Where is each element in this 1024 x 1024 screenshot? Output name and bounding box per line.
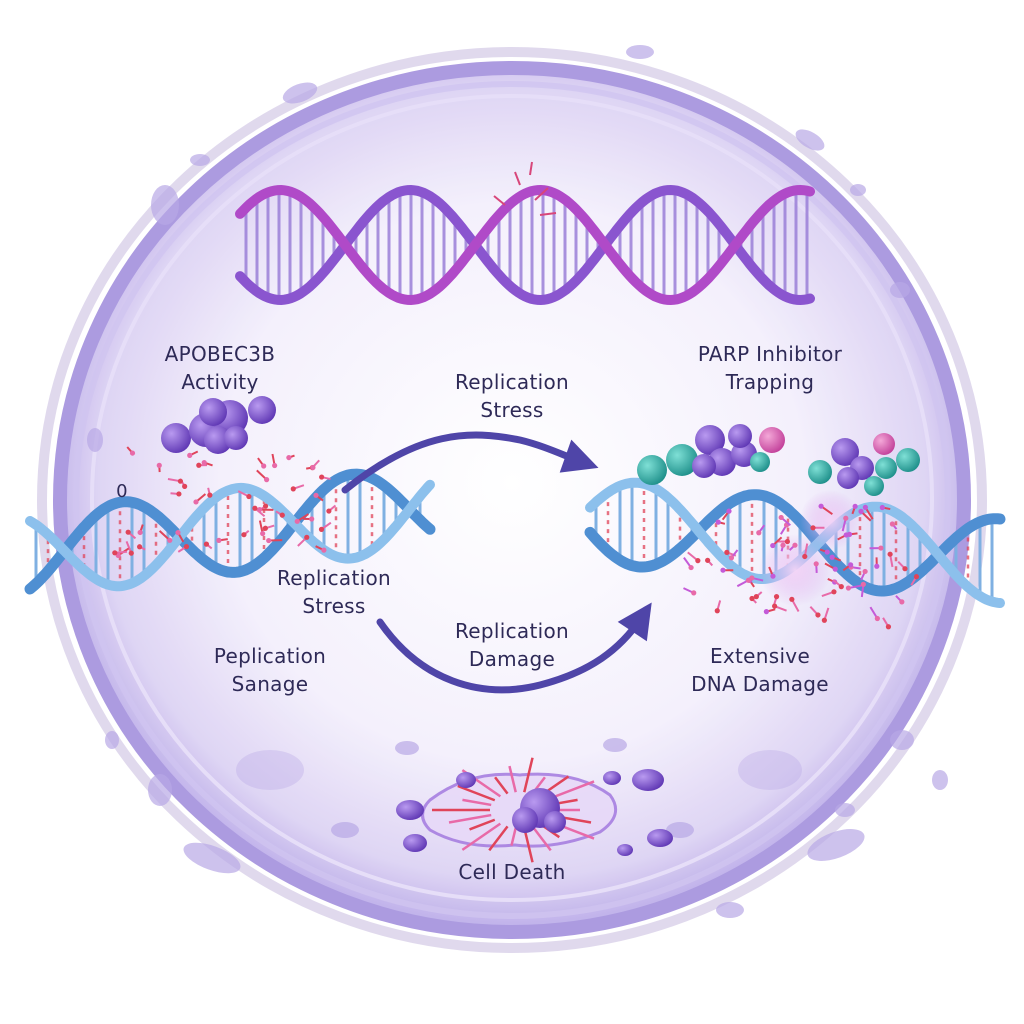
apobec-damage-sparks (112, 446, 337, 559)
label-parp-inhibitor-trapping: PARP Inhibitor Trapping (670, 340, 870, 396)
label-stray-mark: 0 (116, 481, 128, 502)
label-replication-damage: Replication Damage (412, 617, 612, 673)
arrow-replication-damage (376, 602, 652, 694)
label-rs-top-line1: Replication (455, 370, 569, 394)
cell-death-burst (396, 757, 673, 863)
label-rs-mid-line2: Stress (302, 594, 366, 618)
label-ext-line2: DNA Damage (691, 672, 829, 696)
label-parp-line2: Trapping (725, 370, 815, 394)
damage-glow (759, 534, 831, 606)
label-rs-top-line2: Stress (480, 398, 544, 422)
label-pdmg-line1: Peplication (213, 644, 327, 668)
label-rdmg-line1: Replication (455, 619, 569, 643)
label-pdmg-line2: Sanage (231, 672, 309, 696)
label-extensive-dna-damage: Extensive DNA Damage (650, 642, 870, 698)
top-damage-sparks (493, 161, 557, 216)
label-apobec3b-line2: Activity (181, 370, 259, 394)
top-dna-helix (235, 161, 815, 306)
vesicles (87, 45, 948, 918)
left-dna-helix (24, 446, 436, 595)
label-apobec3b-line1: APOBEC3B (164, 342, 276, 366)
extensive-damage-sparks (683, 503, 920, 630)
apobec3b-protein (161, 396, 276, 454)
right-dna-helix (584, 477, 1006, 630)
label-replication-stress-top: Replication Stress (412, 368, 612, 424)
cell-membrane (37, 47, 987, 953)
label-rdmg-line2: Damage (468, 647, 556, 671)
label-rs-mid-line1: Replication (277, 566, 391, 590)
label-peplication-sanage: Peplication Sanage (170, 642, 370, 698)
label-parp-line1: PARP Inhibitor (697, 342, 843, 366)
label-apobec3b-activity: APOBEC3B Activity (120, 340, 320, 396)
label-cell-death: Cell Death (458, 860, 566, 884)
label-ext-line1: Extensive (709, 644, 811, 668)
label-replication-stress-mid: Replication Stress (234, 564, 434, 620)
arrow-replication-stress (341, 431, 599, 494)
parp-trapped-complex (637, 424, 920, 496)
